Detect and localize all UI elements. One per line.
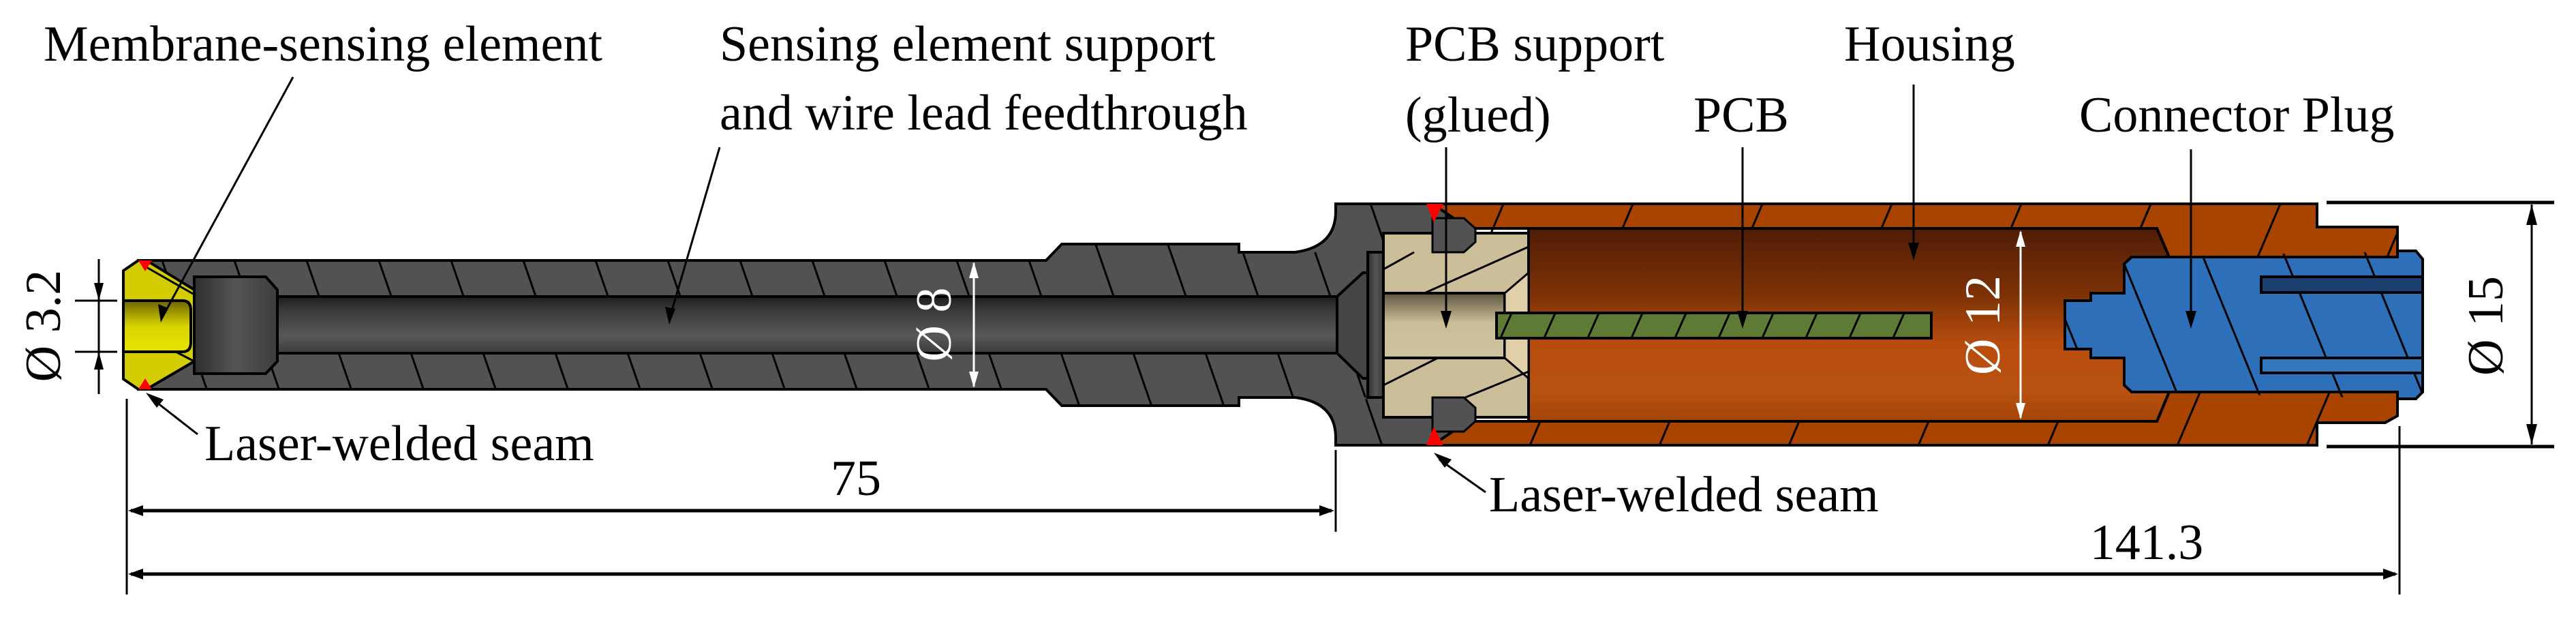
hatch-line [1630,313,1644,338]
label-pcb: PCB [1693,87,1789,143]
dim-total-length-text: 141.3 [2090,515,2204,571]
dimension-support-length: 75 [125,399,1337,595]
label-weld-left: Laser-welded seam [204,416,594,472]
label-pcb-support-line2: (glued) [1405,87,1551,143]
connector-pin-slot-upper [2260,275,2424,294]
wire-feedthrough-bore [276,295,1347,355]
hatch-line [1586,313,1600,338]
hatch-line [1848,313,1862,338]
arrowhead [1737,311,1748,329]
weld-seams [138,204,1443,445]
weld-marker [138,378,152,389]
dim-housing-outer-diameter-text: Ø 15 [2458,276,2514,376]
connector-pin-slot-lower [2260,357,2424,374]
dimension-total-length: 141.3 [128,426,2401,595]
arrowhead [158,304,168,322]
dim-membrane-diameter-text: Ø 3.2 [16,270,72,382]
dim-tube-diameter-text: Ø 8 [906,288,962,362]
label-housing: Housing [1844,16,2015,72]
pcb-support-pocket [1366,251,1385,399]
dimension-tube-diameter: Ø 8 [906,262,979,388]
label-weld-right: Laser-welded seam [1489,467,1879,523]
arrowhead [1434,453,1452,468]
arrowhead [1908,243,1919,260]
label-support-line1: Sensing element support [720,16,1216,72]
dim-support-length-text: 75 [831,451,881,507]
dimension-housing-outer-diameter: Ø 15 [2327,200,2554,449]
label-connector: Connector Plug [2079,87,2394,143]
dimension-housing-inner-diameter: Ø 12 [1955,230,2025,419]
hatch-line [1499,313,1513,338]
connector-plug [2064,250,2424,400]
hatch-line [1892,313,1905,338]
leader-lines [146,76,2196,494]
pcb-board [1495,312,1933,340]
arrowhead [146,393,164,408]
hatch-line [2118,252,2182,399]
hatch-line [2200,252,2264,399]
label-pcb-support-line1: PCB support [1405,16,1665,72]
hatch-line [1717,313,1731,338]
sensing-element-support [123,202,1465,447]
hatch-line [1674,313,1687,338]
callout-labels: Membrane-sensing element Sensing element… [44,16,2394,523]
label-support-line2: and wire lead feedthrough [720,85,1248,141]
label-membrane: Membrane-sensing element [44,16,602,72]
hatch-line [1543,313,1557,338]
hatch-line [1805,313,1818,338]
weld-marker [1426,204,1443,222]
arrowhead [2186,311,2196,329]
arrowhead [665,307,675,325]
dimension-membrane-diameter: Ø 3.2 [16,259,117,394]
weld-marker [1426,427,1443,445]
membrane-counterbore [193,275,279,375]
weld-marker [138,260,152,271]
hatch-line [1761,313,1775,338]
arrowhead [1441,311,1452,329]
dim-housing-inner-diameter-text: Ø 12 [1955,275,2011,375]
